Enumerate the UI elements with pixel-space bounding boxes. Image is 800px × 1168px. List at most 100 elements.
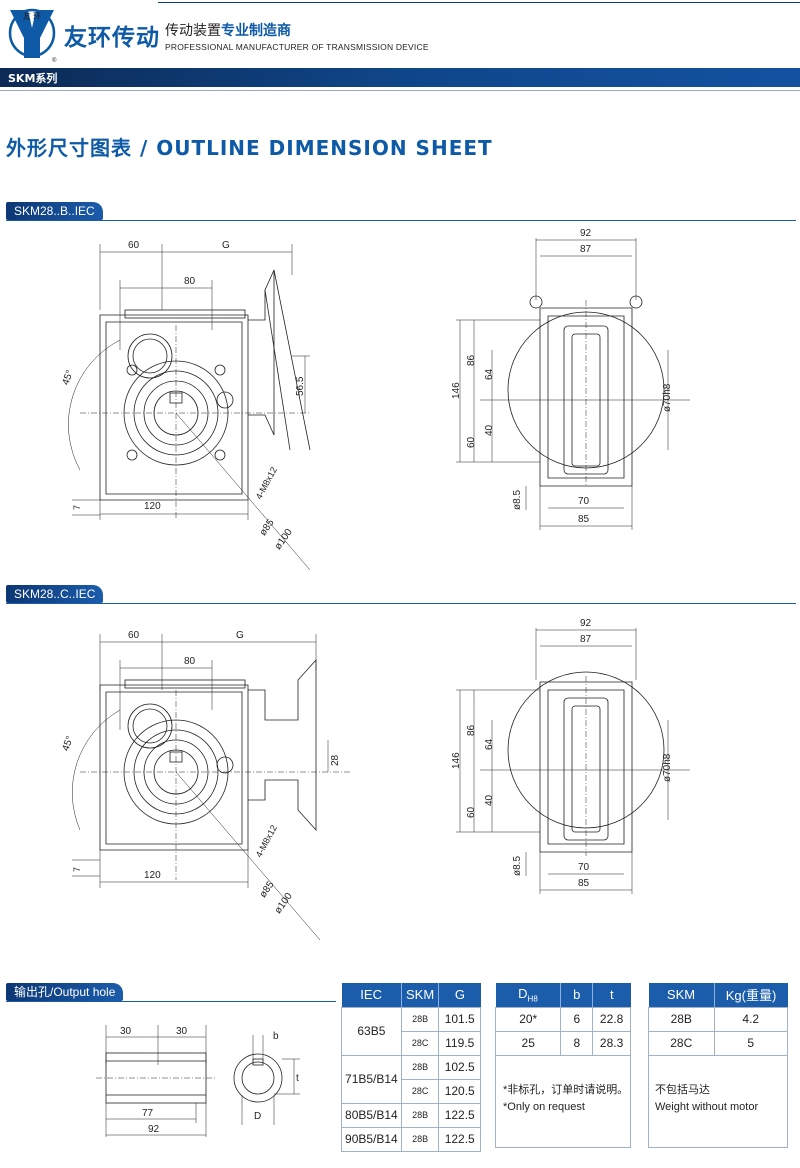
- series-label: SKM系列: [8, 72, 58, 85]
- iec-cell: 122.5: [438, 1126, 481, 1152]
- iec-cell: 119.5: [438, 1030, 481, 1056]
- hole-th-b: b: [560, 983, 594, 1007]
- iec-cell: 71B5/B14: [341, 1054, 402, 1104]
- dim-7: 7: [72, 867, 82, 872]
- dim-85: ø85: [258, 517, 277, 538]
- dim-86: 86: [466, 724, 477, 736]
- weight-table: SKM Kg(重量) 28B 4.2 28C 5: [648, 983, 789, 1056]
- dim-70h8: ø70h8: [662, 383, 673, 412]
- iec-th-skm: SKM: [401, 983, 440, 1007]
- weight-note: 不包括马达 Weight without motor: [655, 1082, 758, 1116]
- dim-60: 60: [128, 240, 140, 251]
- iec-cell: 90B5/B14: [341, 1126, 402, 1152]
- drawing-b-front: 60 G 80 45° 56.5 7 120 4-M8x12 ø85 ø100: [60, 240, 311, 571]
- dim-28: 28: [330, 754, 341, 766]
- dim-g: G: [236, 630, 244, 641]
- dim-30b: 30: [176, 1026, 188, 1037]
- dim-t: t: [296, 1073, 299, 1084]
- hole-note-en: *Only on request: [503, 1101, 585, 1113]
- iec-table: IEC SKM G 63B5 28B 101.5 28C 119.5 71B5/…: [341, 983, 481, 1152]
- dim-40: 40: [484, 794, 495, 806]
- dim-120: 120: [144, 870, 161, 881]
- section-rule-output: [6, 1001, 336, 1002]
- dim-b: b: [273, 1031, 279, 1042]
- weight-cell: 28C: [648, 1030, 715, 1056]
- svg-text:®: ®: [52, 57, 57, 64]
- dim-45: 45°: [60, 369, 76, 387]
- dim-92: 92: [148, 1124, 160, 1135]
- hole-cell: 22.8: [592, 1006, 631, 1032]
- iec-cell: 63B5: [341, 1006, 402, 1056]
- iec-cell: 28B: [400, 1054, 440, 1080]
- company-logo: 友 环 ®: [8, 8, 57, 64]
- dim-56: 56.5: [295, 376, 306, 396]
- iec-cell: 28B: [400, 1126, 440, 1152]
- series-rule: [0, 90, 800, 91]
- dim-80: 80: [184, 276, 196, 287]
- hole-cell: 8: [560, 1030, 594, 1056]
- hole-cell: 6: [560, 1006, 594, 1032]
- dim-60: 60: [128, 630, 140, 641]
- dim-85w: 85: [578, 878, 590, 889]
- hole-th-t: t: [592, 983, 631, 1007]
- dim-m8: 4-M8x12: [254, 465, 279, 501]
- iec-cell: 102.5: [438, 1054, 481, 1080]
- iec-th-iec: IEC: [341, 983, 402, 1007]
- hole-note-cn: *非标孔，订单时请说明。: [503, 1084, 629, 1096]
- weight-cell: 28B: [648, 1006, 715, 1032]
- tagline-en: PROFESSIONAL MANUFACTURER OF TRANSMISSIO…: [165, 42, 429, 52]
- section-label-output: 输出孔/Output hole: [6, 983, 124, 1001]
- weight-th-kg: Kg(重量): [714, 983, 788, 1007]
- hole-note-box: [495, 1055, 631, 1148]
- hole-cell: 20*: [494, 1006, 562, 1032]
- dim-146: 146: [451, 382, 462, 399]
- dim-120: 120: [144, 501, 161, 512]
- dim-87: 87: [580, 244, 592, 255]
- weight-note-en: Weight without motor: [655, 1101, 759, 1113]
- dim-8-5: ø8.5: [512, 490, 523, 510]
- section-label-c: SKM28..C..IEC: [6, 585, 104, 603]
- iec-cell: 28C: [400, 1030, 440, 1056]
- dim-d: D: [254, 1111, 261, 1122]
- iec-cell: 101.5: [438, 1006, 481, 1032]
- hole-table: DH8 b t 20* 6 22.8 25 8 28.3: [494, 983, 631, 1056]
- dim-64: 64: [484, 738, 495, 750]
- header-top-rule: [158, 2, 800, 3]
- iec-cell: 28B: [400, 1006, 440, 1032]
- tagline-cn: 传动装置专业制造商: [165, 23, 291, 39]
- section-label-b: SKM28..B..IEC: [6, 202, 103, 220]
- dim-70h8: ø70h8: [662, 753, 673, 782]
- dim-85w: 85: [578, 514, 590, 525]
- weight-cell: 4.2: [713, 1006, 789, 1032]
- dim-g: G: [222, 240, 230, 251]
- dim-85: ø85: [258, 879, 277, 900]
- hole-cell: 25: [494, 1030, 562, 1056]
- iec-cell: 120.5: [438, 1078, 481, 1104]
- brand-name: 友环传动: [64, 25, 160, 51]
- dim-100: ø100: [273, 891, 295, 916]
- logo-text: 友 环: [23, 11, 41, 21]
- page-title: 外形尺寸图表 / OUTLINE DIMENSION SHEET: [6, 136, 493, 160]
- iec-cell: 80B5/B14: [341, 1102, 402, 1128]
- weight-note-cn: 不包括马达: [655, 1084, 710, 1096]
- dim-45: 45°: [60, 735, 76, 753]
- dim-70: 70: [578, 862, 590, 873]
- weight-th-skm: SKM: [648, 983, 715, 1007]
- dim-70: 70: [578, 496, 590, 507]
- dim-7: 7: [72, 505, 82, 510]
- iec-th-g: G: [438, 983, 481, 1007]
- iec-cell: 28C: [400, 1078, 440, 1104]
- hole-cell: 28.3: [592, 1030, 631, 1056]
- hole-th-d: DH8: [495, 983, 562, 1007]
- dim-146: 146: [451, 752, 462, 769]
- iec-cell: 122.5: [438, 1102, 481, 1128]
- drawing-c-front: 60 G 80 45° 28 7 120 4-M8x12 ø85 ø100: [60, 630, 350, 941]
- dim-40: 40: [484, 424, 495, 436]
- weight-cell: 5: [713, 1030, 789, 1056]
- dim-64: 64: [484, 368, 495, 380]
- iec-cell: 28B: [400, 1102, 440, 1128]
- weight-note-box: [648, 1055, 788, 1148]
- dim-77: 77: [142, 1108, 154, 1119]
- section-rule-b: [6, 220, 796, 221]
- dim-86: 86: [466, 354, 477, 366]
